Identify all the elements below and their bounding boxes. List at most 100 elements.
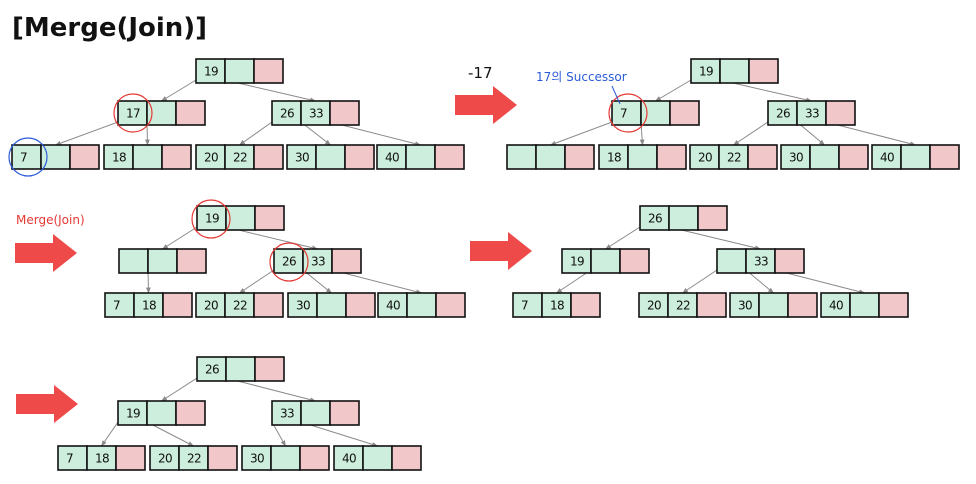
key-cell [689,144,720,170]
pointer-cell [434,144,465,170]
key-cell [376,144,407,170]
edge-s1-n26-s1-l30 [300,121,331,146]
circle-7-moved [608,93,648,133]
node-key: 30 [789,151,803,165]
btree-node-s4-n33: 33 [716,248,805,274]
pointer-cell [838,144,869,170]
key-cell [178,445,209,471]
btree-node-s5-root: 26 [196,356,285,382]
btree-node-s4-root: 26 [639,205,728,231]
successor-label: 17의 Successor [536,70,627,84]
key-cell [147,248,178,274]
node-key: 20 [204,299,218,313]
successor-pointer [611,85,621,105]
annotations-layer [8,85,648,423]
key-cell [118,248,149,274]
pointer-cell [747,144,778,170]
key-cell [149,445,180,471]
node-key: 30 [296,299,310,313]
btree-node-s2-l40: 40 [871,144,960,170]
key-cell [270,445,301,471]
pointer-cell [564,144,595,170]
key-cell [287,292,318,318]
node-key: 26 [776,107,790,121]
edge-s4-n33-s4-l30 [745,269,774,294]
node-key: 18 [142,299,156,313]
node-key: 22 [233,151,247,165]
edge-s2-root-s2-n7 [654,79,692,102]
pointer-cell [435,292,466,318]
node-key: 40 [829,299,843,313]
pointer-cell [175,100,206,126]
key-cell [225,205,256,231]
node-key: 20 [204,151,218,165]
key-cell [196,205,227,231]
pointer-cell [207,445,238,471]
edge-s5-n19-s5-l718 [101,421,119,447]
btree-node-s3-l40: 40 [377,292,466,318]
node-key: 22 [187,452,201,466]
pointer-cell [329,400,360,426]
page-title: [Merge(Join)] [12,13,207,43]
node-key: 18 [607,151,621,165]
btree-node-s1-root: 19 [195,58,284,84]
pointer-cell [329,100,360,126]
node-key: 33 [754,255,768,269]
key-cell [809,144,840,170]
key-cell [849,292,880,318]
edge-s5-root-s5-n33 [225,377,317,402]
node-key: 19 [570,255,584,269]
pointer-cell [748,58,779,84]
node-key: 7 [66,452,73,466]
key-cell [224,292,255,318]
btree-node-s1-l40: 40 [376,144,465,170]
btree-node-s5-n33: 33 [271,400,360,426]
btree-node-s2-n7: 7 [611,100,700,126]
node-key: 19 [205,212,219,226]
pointer-cell [115,445,146,471]
btree-node-s5-l30: 30 [241,445,330,471]
pointer-cell [254,356,285,382]
key-cell [716,248,747,274]
key-cell [241,445,272,471]
key-cell [103,144,134,170]
key-cell [11,144,42,170]
key-cell [273,248,304,274]
pointer-cell [345,292,376,318]
key-cell [316,292,347,318]
btree-node-s3-root: 19 [196,205,285,231]
key-cell [745,248,776,274]
block-arrow-delete [455,86,517,124]
btree-node-s1-l18: 18 [103,144,192,170]
key-cell [146,100,177,126]
edge-s1-n26-s1-l40 [329,121,422,146]
pointer-cell [619,248,650,274]
key-cell [900,144,931,170]
pointer-cell [254,205,285,231]
pointer-cell [344,144,375,170]
btree-node-s4-l30: 30 [729,292,818,318]
edge-s3-nempty-s3-l718 [145,269,151,294]
pointer-cell [391,445,422,471]
pointer-cell [176,248,207,274]
pointer-cell [825,100,856,126]
pointer-cell [161,144,192,170]
key-cell [541,292,572,318]
pointer-cell [697,205,728,231]
circle-17 [113,93,153,133]
pointer-cell [253,292,284,318]
key-cell [315,144,346,170]
pointer-cell [175,400,206,426]
key-cell [406,292,437,318]
pointer-cell [253,144,284,170]
key-cell [57,445,88,471]
btree-node-s1-n17: 17 [117,100,206,126]
node-key: 22 [676,299,690,313]
pointer-cell [787,292,818,318]
